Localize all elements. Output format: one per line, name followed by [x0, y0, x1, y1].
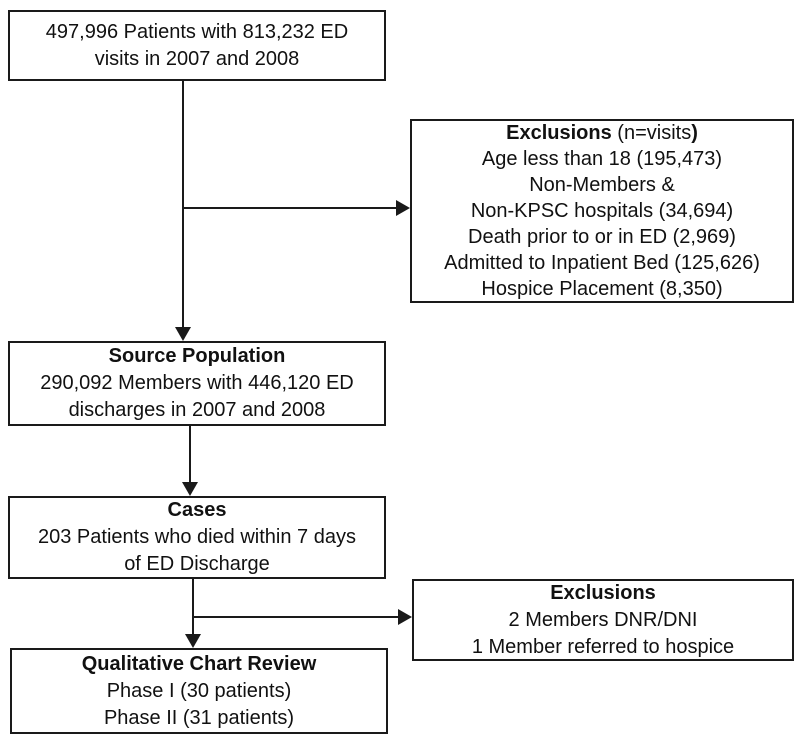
exclusion-item-age: Age less than 18 (195,473) [481, 148, 723, 170]
exclusion-item-dnr: 2 Members DNR/DNI [508, 608, 698, 631]
box-source-population-line1: 290,092 Members with 446,120 ED [40, 372, 354, 394]
box-exclusions-cases-title: Exclusions [550, 581, 656, 604]
box-chart-review-phase1: Phase I (30 patients) [106, 679, 292, 702]
exclusions-visits-title-note: (n=visits [611, 122, 692, 144]
box-source-population-title: Source Population [108, 345, 286, 367]
box-cases-title: Cases [167, 499, 227, 521]
arrowhead-right-exclusions-visits [396, 200, 410, 216]
box-chart-review: Qualitative Chart Review Phase I (30 pat… [10, 648, 388, 734]
box-source-population: Source Population 290,092 Members with 4… [8, 341, 386, 426]
box-cases: Cases 203 Patients who died within 7 day… [8, 496, 386, 579]
box-exclusions-visits-title: Exclusions (n=visits) [506, 120, 698, 146]
exclusion-item-nonkpsc: Non-KPSC hospitals (34,694) [470, 200, 734, 222]
box-ed-patients-line2: visits in 2007 and 2008 [94, 47, 300, 70]
exclusions-visits-title-bold: Exclusions [506, 122, 612, 144]
box-ed-patients-line1: 497,996 Patients with 813,232 ED [45, 20, 349, 43]
exclusion-item-referred-hospice: 1 Member referred to hospice [471, 635, 735, 658]
exclusion-item-admitted: Admitted to Inpatient Bed (125,626) [444, 252, 760, 274]
box-ed-patients: 497,996 Patients with 813,232 ED visits … [8, 10, 386, 81]
exclusion-item-death: Death prior to or in ED (2,969) [468, 226, 736, 248]
arrowhead-right-exclusions-cases [398, 609, 412, 625]
box-source-population-line2: discharges in 2007 and 2008 [68, 399, 326, 421]
box-exclusions-visits: Exclusions (n=visits) Age less than 18 (… [410, 119, 794, 303]
box-chart-review-title: Qualitative Chart Review [81, 652, 317, 675]
exclusion-item-nonmembers: Non-Members & [529, 174, 675, 196]
arrowhead-down-source [175, 327, 191, 341]
arrowhead-down-review [185, 634, 201, 648]
box-exclusions-cases: Exclusions 2 Members DNR/DNI 1 Member re… [412, 579, 794, 661]
arrowhead-down-cases [182, 482, 198, 496]
exclusions-visits-title-note-end: ) [691, 122, 698, 144]
exclusion-item-hospice: Hospice Placement (8,350) [481, 278, 723, 300]
box-cases-line2: of ED Discharge [124, 553, 270, 575]
box-cases-line1: 203 Patients who died within 7 days [38, 526, 356, 548]
box-chart-review-phase2: Phase II (31 patients) [103, 706, 295, 729]
